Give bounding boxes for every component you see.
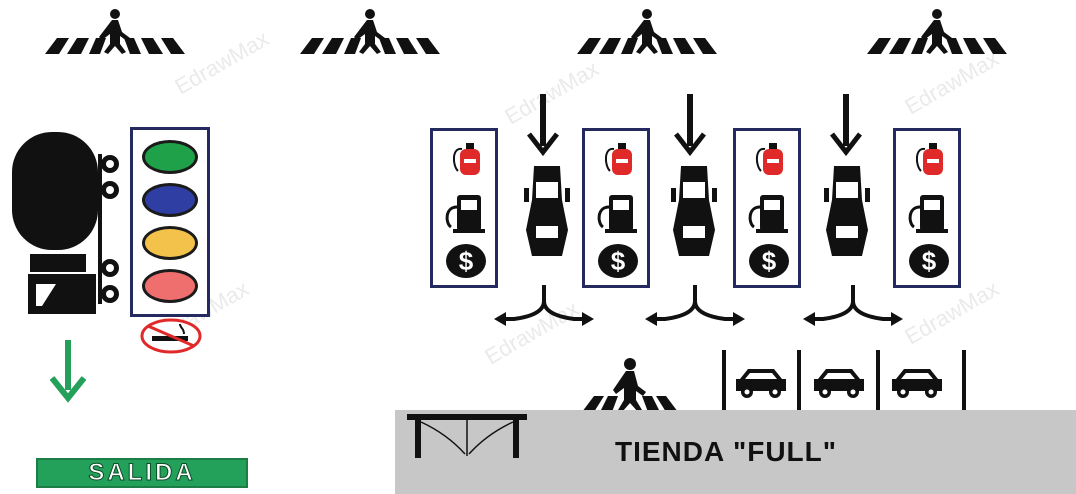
car-2	[669, 160, 719, 260]
pump-station-2: $	[582, 128, 650, 288]
car-1	[522, 160, 572, 260]
svg-text:$: $	[922, 246, 937, 276]
split-arrow-icon	[645, 285, 745, 326]
svg-text:$: $	[459, 246, 474, 276]
traffic-light	[130, 127, 210, 317]
pedestrian-crosswalk-icon	[577, 9, 717, 54]
fuel-pump-icon	[445, 195, 485, 233]
dollar-coin-icon: $	[446, 244, 486, 278]
crosswalk-3	[572, 8, 722, 54]
car-3	[822, 160, 872, 260]
green-light	[142, 140, 198, 174]
split-arrow-1	[494, 285, 594, 331]
split-arrow-3	[803, 285, 903, 331]
exit-sign-label: SALIDA	[88, 459, 196, 487]
crosswalk-2	[295, 8, 445, 54]
fuel-pump-icon	[908, 195, 948, 233]
pedestrian-crosswalk-icon	[300, 9, 440, 54]
fire-extinguisher-icon	[755, 143, 783, 175]
parking-car-icon	[814, 369, 864, 398]
split-arrow-icon	[494, 285, 594, 326]
pump-station-4: $	[893, 128, 961, 288]
dollar-coin-icon: $	[909, 244, 949, 278]
lane-entry-arrow-1	[523, 94, 563, 158]
parking-car-icon	[736, 369, 786, 398]
parking-divider	[722, 350, 726, 412]
pedestrian-crosswalk-icon	[582, 358, 678, 412]
parking-car-icon	[892, 369, 942, 398]
dollar-coin-icon: $	[598, 244, 638, 278]
pedestrian-crosswalk-icon	[867, 9, 1007, 54]
parking-spot-1	[734, 365, 788, 399]
no-smoking-icon	[140, 318, 202, 354]
svg-text:$: $	[762, 246, 777, 276]
lane-entry-arrow-2	[670, 94, 710, 158]
arrow-down-icon	[830, 94, 862, 157]
red-light	[142, 269, 198, 303]
store-label: TIENDA "FULL"	[615, 436, 838, 467]
car-icon	[524, 166, 570, 256]
arrow-down-icon	[49, 340, 87, 403]
svg-text:$: $	[611, 246, 626, 276]
blue-light	[142, 183, 198, 217]
no-smoking-sign	[140, 318, 202, 354]
parking-divider	[797, 350, 801, 412]
pedestrian-crosswalk-icon	[45, 9, 185, 54]
parking-divider	[962, 350, 966, 412]
yellow-light	[142, 226, 198, 260]
lane-entry-arrow-3	[826, 94, 866, 158]
split-arrow-icon	[803, 285, 903, 326]
fuel-pump-icon	[748, 195, 788, 233]
fire-extinguisher-icon	[915, 143, 943, 175]
exit-arrow	[48, 340, 88, 404]
parking-spot-3	[890, 365, 944, 399]
split-arrow-2	[645, 285, 745, 331]
arrow-down-icon	[674, 94, 706, 157]
arrow-down-icon	[527, 94, 559, 157]
watermark: EdrawMax	[900, 45, 1003, 120]
pump-station-1: $	[430, 128, 498, 288]
parking-spot-2	[812, 365, 866, 399]
pump-station-3: $	[733, 128, 801, 288]
parking-divider	[876, 350, 880, 412]
fuel-pump-icon	[597, 195, 637, 233]
double-door-icon	[407, 414, 527, 458]
dollar-coin-icon: $	[749, 244, 789, 278]
crosswalk-store	[560, 358, 700, 412]
crosswalk-1	[40, 8, 190, 54]
car-icon	[671, 166, 717, 256]
exit-sign: SALIDA	[36, 458, 248, 488]
tanker-truck-icon	[12, 132, 119, 314]
fire-extinguisher-icon	[604, 143, 632, 175]
car-icon	[824, 166, 870, 256]
crosswalk-4	[862, 8, 1012, 54]
fire-extinguisher-icon	[452, 143, 480, 175]
store-building: TIENDA "FULL"	[395, 410, 1076, 494]
tanker-truck	[10, 128, 120, 318]
